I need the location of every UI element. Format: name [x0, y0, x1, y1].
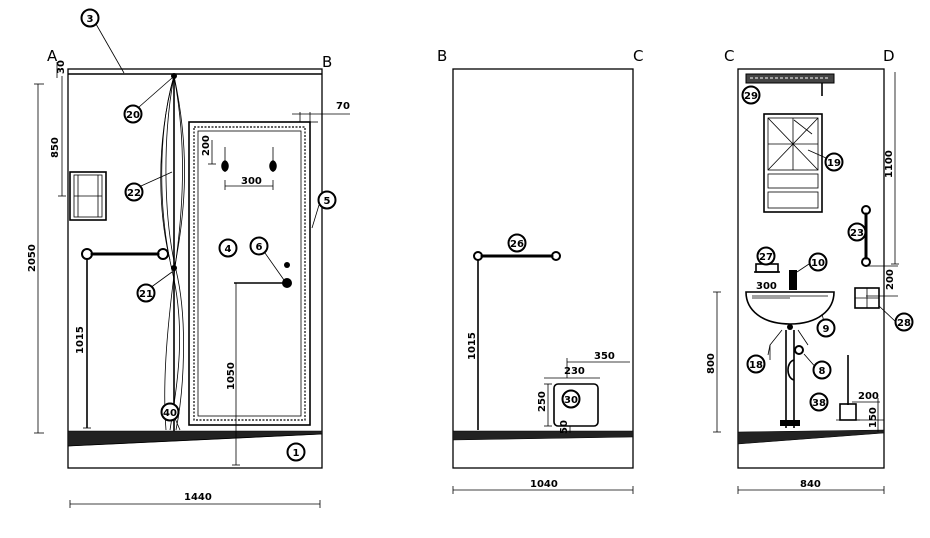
dim-basin-width: 300 — [756, 281, 777, 292]
callout-22: 22 — [124, 182, 144, 202]
dim-niche-height: 250 — [537, 391, 548, 412]
dim-upper-height: 850 — [50, 137, 61, 158]
exhaust-fan-icon — [745, 73, 835, 96]
svg-text:38: 38 — [812, 398, 826, 409]
mirror-cabinet-icon — [763, 113, 823, 213]
corner-label-c-right: C — [724, 47, 734, 65]
svg-text:18: 18 — [749, 360, 763, 371]
elevation-cd: C D 1100 — [706, 47, 914, 494]
basin-faucet-icon — [745, 270, 835, 428]
svg-text:20: 20 — [126, 110, 140, 121]
svg-text:22: 22 — [127, 188, 141, 199]
dim-rail-gap: 200 — [885, 269, 896, 290]
callout-10: 10 — [808, 252, 828, 272]
svg-text:3: 3 — [87, 14, 94, 25]
svg-text:29: 29 — [744, 91, 758, 102]
floor-hatch-bc — [452, 430, 634, 441]
elevation-ab: A B 30 850 2050 — [27, 8, 350, 508]
dim-bar-height-ab: 1015 — [75, 326, 86, 354]
dim-door-offset: 70 — [336, 101, 350, 112]
svg-text:19: 19 — [827, 158, 841, 169]
svg-text:6: 6 — [256, 242, 263, 253]
wall-outline-bc — [452, 68, 634, 469]
door-panel-icon — [188, 112, 350, 426]
svg-text:26: 26 — [510, 239, 524, 250]
svg-text:4: 4 — [225, 244, 232, 255]
grab-bar-icon-bc — [473, 251, 561, 430]
corner-label-d: D — [883, 47, 895, 65]
toilet-brush-icon — [836, 355, 884, 432]
svg-text:28: 28 — [897, 318, 911, 329]
corner-label-b-right: B — [437, 47, 447, 65]
vertical-grab-rail-icon — [861, 205, 898, 297]
callout-9: 9 — [816, 318, 836, 338]
dim-niche-offset: 350 — [594, 351, 615, 362]
callout-6: 6 — [249, 236, 269, 256]
dim-hook-drop: 200 — [201, 135, 212, 156]
door-handle-icon — [232, 262, 292, 466]
callout-18: 18 — [746, 354, 766, 374]
grab-bar-icon-ab — [81, 248, 169, 428]
svg-text:9: 9 — [823, 324, 830, 335]
wall-niche-icon — [544, 358, 630, 433]
dim-bar-height-bc: 1015 — [467, 332, 478, 360]
floor-hatch-cd — [737, 429, 885, 445]
callout-4: 4 — [218, 238, 238, 258]
callout-38: 38 — [809, 392, 829, 412]
dim-mirror-height: 1100 — [884, 150, 895, 178]
svg-text:23: 23 — [850, 228, 864, 239]
svg-text:27: 27 — [759, 252, 773, 263]
dim-width-cd: 840 — [800, 479, 821, 490]
callout-23: 23 — [847, 222, 867, 242]
callout-8: 8 — [812, 360, 832, 380]
dim-total-height-ab: 2050 — [27, 244, 38, 272]
dim-brush-height: 150 — [868, 407, 879, 428]
svg-text:10: 10 — [811, 258, 825, 269]
callout-5: 5 — [317, 190, 337, 210]
paper-holder-icon — [854, 287, 880, 309]
svg-text:1: 1 — [293, 448, 300, 459]
wall-outline-cd — [737, 68, 885, 469]
callout-27: 27 — [756, 246, 776, 266]
callout-1: 1 — [286, 442, 306, 462]
corner-label-a: A — [47, 47, 58, 65]
dim-niche-width: 230 — [564, 366, 585, 377]
callout-40: 40 — [160, 402, 180, 422]
dim-hook-spacing: 300 — [241, 176, 262, 187]
wall-cabinet-icon — [69, 171, 107, 221]
dim-width-ab: 1440 — [184, 492, 212, 503]
dim-handle-height: 1050 — [226, 362, 237, 390]
corner-label-b-left: B — [322, 53, 332, 71]
dim-width-bc: 1040 — [530, 479, 558, 490]
svg-text:5: 5 — [324, 196, 331, 207]
shower-curtain-icon — [160, 73, 185, 431]
floor-hatch-ab — [67, 430, 323, 447]
svg-text:30: 30 — [564, 395, 578, 406]
svg-text:8: 8 — [819, 366, 826, 377]
callout-30: 30 — [561, 389, 581, 409]
callout-21: 21 — [136, 283, 156, 303]
dim-niche-base: 50 — [559, 420, 570, 434]
dim-top-thickness: 30 — [56, 60, 67, 74]
svg-text:40: 40 — [163, 408, 177, 419]
callout-28: 28 — [894, 312, 914, 332]
callout-29: 29 — [741, 85, 761, 105]
elevation-bc: B C 1015 350 230 250 50 — [437, 47, 643, 494]
callout-26: 26 — [507, 233, 527, 253]
callout-19: 19 — [824, 152, 844, 172]
corner-label-c-left: C — [633, 47, 643, 65]
dim-brush-offset: 200 — [858, 391, 879, 402]
coat-hooks-icon — [208, 140, 277, 190]
wall-outline-ab — [67, 68, 323, 469]
svg-text:21: 21 — [139, 289, 153, 300]
callout-20: 20 — [123, 104, 143, 124]
callout-3: 3 — [80, 8, 100, 28]
dim-basin-height: 800 — [706, 353, 717, 374]
